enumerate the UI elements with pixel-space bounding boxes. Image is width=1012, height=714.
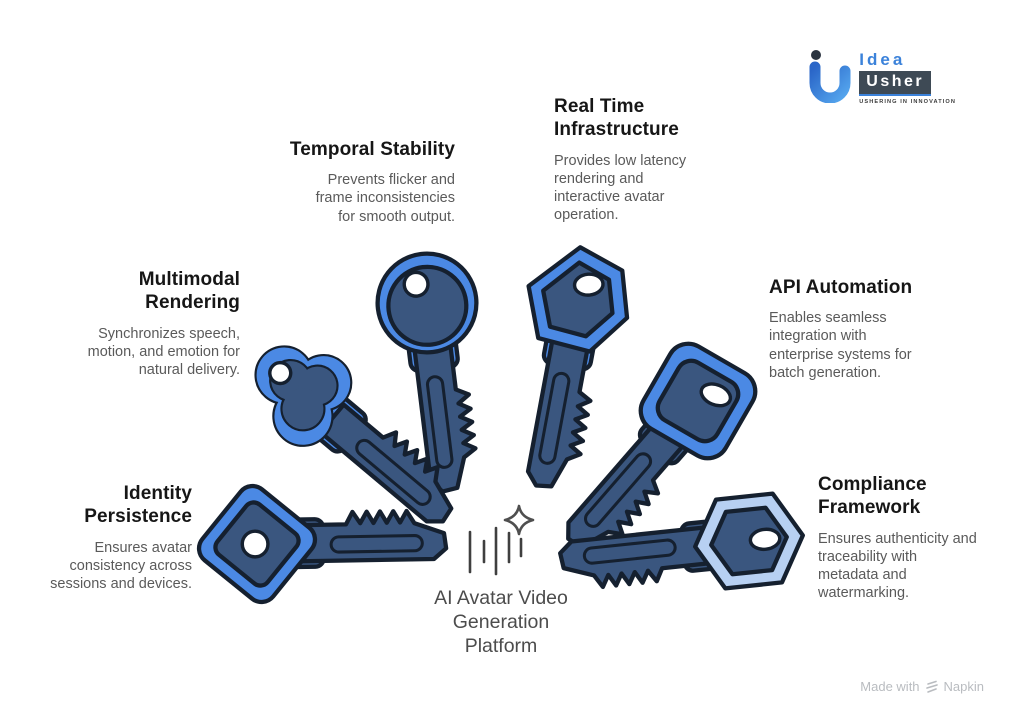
feature-title: Real Time Infrastructure [554,96,679,141]
key-hole [572,272,605,297]
sound-bars-icon [468,526,523,576]
idea-usher-logo: Idea Usher USHERING IN INNOVATION [807,47,956,105]
feature-description: Synchronizes speech, motion, and emotion… [87,325,240,378]
logo-brand-top: Idea [859,50,906,69]
napkin-brand-label: Napkin [943,679,984,694]
key-api-automation [532,341,758,580]
feature-title: Multimodal Rendering [138,269,240,314]
key-temporal-stability [375,251,499,497]
logo-brand-bottom: Usher [859,71,932,96]
key-hole [748,527,782,552]
key-hole [240,529,270,559]
napkin-icon [925,680,938,693]
logo-u-icon [809,50,851,103]
feature-description: Provides low latency rendering and inter… [554,152,687,224]
feature-temporal-stability: Temporal Stability Prevents flicker and … [290,138,455,226]
feature-identity-persistence: Identity Persistence Ensures avatar cons… [50,482,192,593]
key-compliance-framework [556,491,805,605]
made-with-label: Made with [860,679,920,694]
feature-title: Compliance Framework [818,474,927,519]
page-title: AI Avatar Video Generation Platform [434,587,568,657]
key-hole [268,360,293,386]
key-real-time-infrastructure [493,245,630,496]
feature-title: Identity Persistence [84,483,192,528]
key-identity-persistence [196,483,447,605]
key-head [638,341,758,461]
feature-title: Temporal Stability [289,139,455,160]
feature-title: API Automation [769,277,913,298]
feature-real-time-infrastructure: Real Time Infrastructure Provides low la… [554,95,686,224]
key-head [254,345,353,447]
sparkle-icon [503,504,535,536]
feature-description: Prevents flicker and frame inconsistenci… [315,172,455,225]
key-hole [402,270,430,298]
feature-description: Ensures authenticity and traceability wi… [818,530,977,602]
key-hole [699,382,733,408]
logo-tagline: USHERING IN INNOVATION [859,99,956,105]
feature-multimodal-rendering: Multimodal Rendering Synchronizes speech… [88,268,240,379]
key-multimodal-rendering [254,345,479,550]
feature-compliance-framework: Compliance Framework Ensures authenticit… [818,473,977,602]
feature-description: Ensures avatar consistency across sessio… [50,539,192,592]
feature-description: Enables seamless integration with enterp… [769,310,912,381]
made-with-napkin: Made with Napkin [860,679,984,694]
feature-api-automation: API Automation Enables seamless integrat… [769,276,912,382]
